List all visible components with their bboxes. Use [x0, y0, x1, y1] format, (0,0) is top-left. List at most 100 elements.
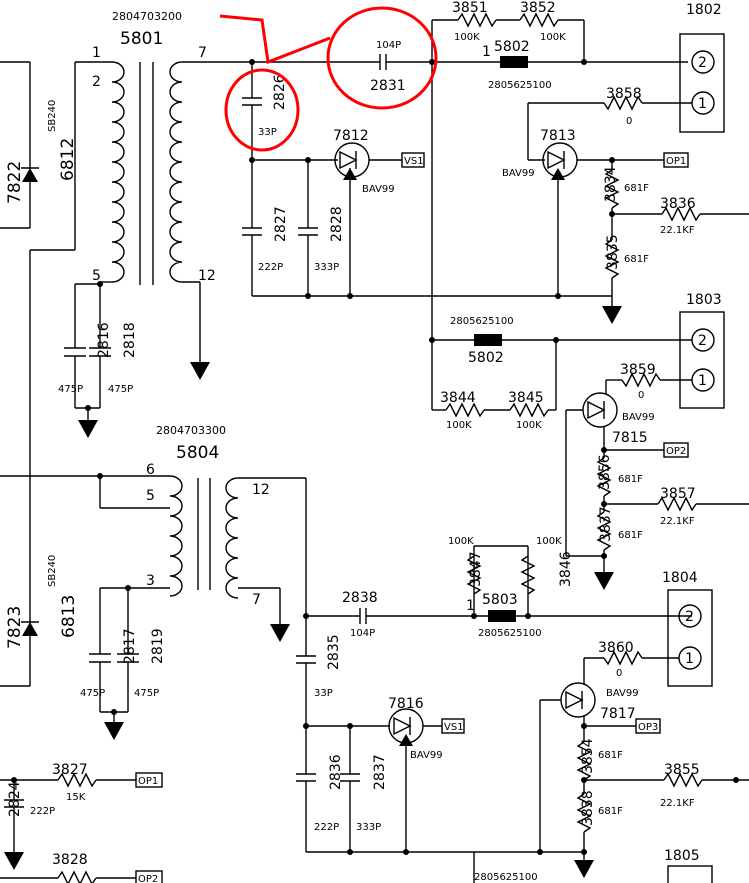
cap-2831-value: 104P: [376, 40, 401, 51]
net-label-op2-mid: OP2: [666, 446, 686, 457]
connector-1803-pin-1: 1: [698, 373, 707, 389]
cap-2836-ref: 2836: [328, 754, 344, 790]
bottom-left-section: OP1 3827 15K 2824 222P OP2 3828: [0, 762, 163, 883]
t5804-pin-7: 7: [252, 592, 261, 608]
res-3844-ref: 3844: [440, 390, 476, 406]
diode-7817-ref: 7817: [600, 706, 636, 722]
transformer-5801-part-number: 2804703200: [112, 10, 182, 23]
res-3845-ref: 3845: [508, 390, 544, 406]
cap-2818-value: 475P: [108, 384, 133, 395]
output-1803-section: 2805625100 5802 3844 100K 3845 100K 1803…: [429, 292, 749, 590]
t5804-pin-5: 5: [146, 488, 155, 504]
transformer-5801-ref: 5801: [120, 29, 163, 49]
res-3846-ref: 3846: [558, 551, 574, 587]
t5804-pin-6: 6: [146, 462, 155, 478]
inductor-5802b-part: 2805625100: [450, 316, 514, 327]
diode-6813-ref: 6813: [59, 595, 79, 638]
cap-2824-value: 222P: [30, 806, 55, 817]
cap-2827-ref: 2827: [273, 206, 289, 242]
connector-1804-ref: 1804: [662, 570, 698, 586]
cap-2827-value: 222P: [258, 262, 283, 273]
cap-2828-value: 333P: [314, 262, 339, 273]
res-3857-ref: 3857: [660, 486, 696, 502]
res-3846-value: 100K: [536, 536, 562, 547]
diode-7815-part: BAV99: [622, 412, 655, 423]
net-label-op2-bottom: OP2: [138, 874, 158, 883]
t5801-pin-12: 12: [198, 268, 216, 284]
connector-1802-ref: 1802: [686, 2, 722, 18]
diode-7815-ref: 7815: [612, 430, 648, 446]
cap-2835-ref: 2835: [326, 634, 342, 670]
inductor-5802a-ref: 5802: [494, 39, 530, 55]
t5801-pin-1: 1: [92, 45, 101, 61]
cap-2837-value: 333P: [356, 822, 381, 833]
diode-7812-ref: 7812: [333, 128, 369, 144]
inductor-bottom-part: 2805625100: [474, 872, 538, 883]
connector-1805-ref: 1805: [664, 848, 700, 864]
res-3859-ref: 3859: [620, 362, 656, 378]
cap-2838-ref: 2838: [342, 590, 378, 606]
res-3838-ref: 3838: [580, 790, 596, 826]
res-3855-ref: 3855: [664, 762, 700, 778]
diode-6813-part: SB240: [47, 555, 58, 587]
cap-2817-value: 475P: [80, 688, 105, 699]
net-label-vs1-bottom: VS1: [444, 722, 464, 733]
net-label-op1-top: OP1: [666, 156, 686, 167]
left-partial-lower: 7823 6813 SB240: [0, 475, 100, 687]
red-annotation: [219, 6, 438, 152]
res-3851-ref: 3851: [452, 0, 488, 16]
top-output-section: 2826 33P 104P 2831 VS1 7812 BAV99 2827 2…: [242, 40, 612, 299]
cap-2819-value: 475P: [134, 688, 159, 699]
t5801-pin-2: 2: [92, 74, 101, 90]
res-3855-value: 22.1KF: [660, 798, 695, 809]
cap-2818-ref: 2818: [122, 322, 138, 358]
res-3835-ref: 3835: [605, 234, 621, 270]
diode-7822-ref: 7822: [5, 161, 25, 204]
transformer-5801: 2804703200 5801 1 2 5 7 12: [29, 10, 252, 476]
diode-7823-ref: 7823: [5, 606, 25, 649]
diode-7812-part: BAV99: [362, 184, 395, 195]
res-3845-value: 100K: [516, 420, 542, 431]
lower-output-section: 2838 104P 2835 33P VS1 7816 BAV99 2836 2…: [296, 590, 584, 883]
res-3847-value: 100K: [448, 536, 474, 547]
cap-2838-value: 104P: [350, 628, 375, 639]
res-3835-value: 681F: [624, 254, 649, 265]
transformer-5804-ref: 5804: [176, 443, 219, 463]
res-3828-ref: 3828: [52, 852, 88, 868]
connector-1805: [667, 865, 713, 883]
inductor-5802a-pin: 1: [482, 44, 491, 60]
connector-1803-ref: 1803: [686, 292, 722, 308]
t5801-pin-7: 7: [198, 45, 207, 61]
res-3856-value: 681F: [618, 474, 643, 485]
res-3837-ref: 3837: [598, 506, 614, 542]
cap-2831-ref: 2831: [370, 78, 406, 94]
cap-2835-value: 33P: [314, 688, 333, 699]
res-3836-ref: 3836: [660, 196, 696, 212]
cap-2828-ref: 2828: [329, 206, 345, 242]
res-3844-value: 100K: [446, 420, 472, 431]
res-3827-ref: 3827: [52, 762, 88, 778]
cap-2816-value: 475P: [58, 384, 83, 395]
res-3860-ref: 3860: [598, 640, 634, 656]
res-3827-value: 15K: [66, 792, 86, 803]
inductor-5803-part: 2805625100: [478, 628, 542, 639]
res-3852-value: 100K: [540, 32, 566, 43]
res-3854-ref: 3854: [580, 738, 596, 774]
net-label-op3: OP3: [638, 722, 658, 733]
cap-2837-ref: 2837: [372, 754, 388, 790]
res-3860-value: 0: [616, 668, 622, 679]
cap-2826-value: 33P: [258, 127, 277, 138]
net-label-vs1-top: VS1: [404, 156, 424, 167]
highlight-circle-2831: [326, 6, 438, 110]
t5804-pin-12: 12: [252, 482, 270, 498]
cap-2836-value: 222P: [314, 822, 339, 833]
left-partial-upper: 7822 6812 SB240: [0, 61, 78, 229]
diode-7813-part: BAV99: [502, 168, 535, 179]
inductor-5803-pin: 1: [466, 598, 475, 614]
connector-1802-pin-1: 1: [698, 96, 707, 112]
res-3858-ref: 3858: [606, 86, 642, 102]
cap-2826-ref: 2826: [272, 74, 288, 110]
output-1804-section: 100K 100K 3847 3846 1 5803 2805625100 18…: [448, 536, 749, 883]
cap-2816-ref: 2816: [96, 322, 112, 358]
